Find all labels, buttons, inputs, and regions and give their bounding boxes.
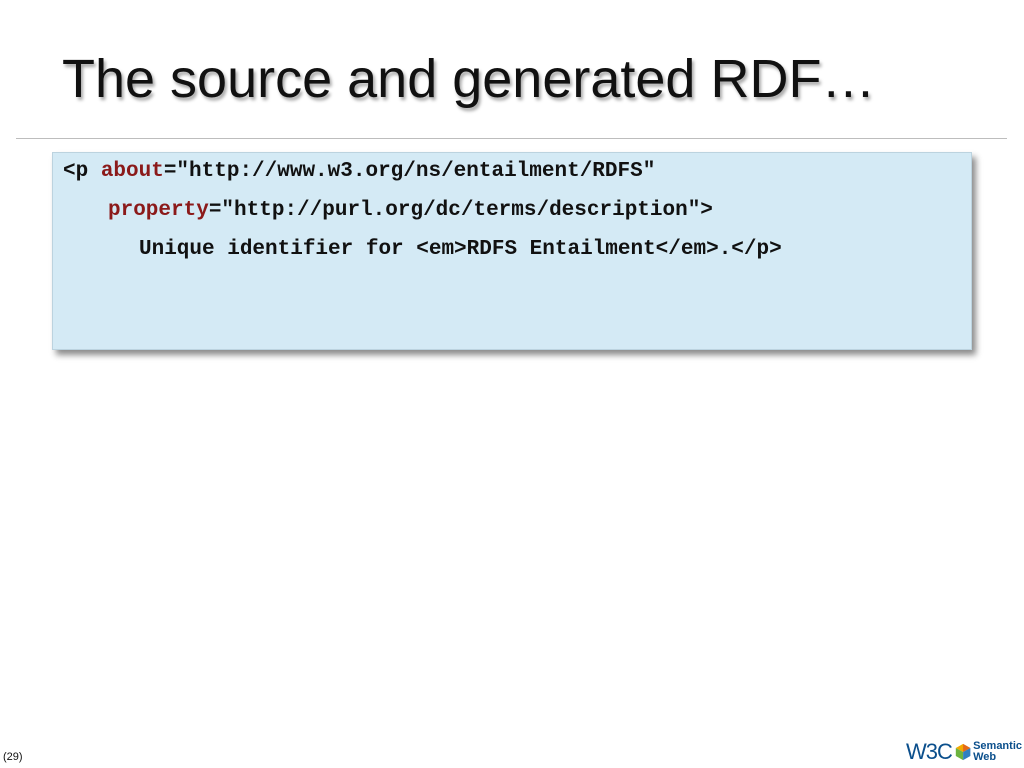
semantic-web-line-1: Semantic xyxy=(973,740,1022,752)
title-divider xyxy=(16,138,1007,139)
slide-title: The source and generated RDF… xyxy=(62,49,876,109)
w3c-logo: W3C xyxy=(906,739,953,764)
code-line-1-value: ="http://www.w3.org/ns/entailment/RDFS" xyxy=(163,160,656,183)
attribute-about: about xyxy=(100,160,164,183)
code-block: <p about="http://www.w3.org/ns/entailmen… xyxy=(52,152,972,350)
code-line-2: property="http://purl.org/dc/terms/descr… xyxy=(108,198,713,224)
page-number: (29) xyxy=(3,751,23,763)
code-line-1-prefix: <p xyxy=(63,160,101,183)
code-line-3: Unique identifier for <em>RDFS Entailmen… xyxy=(139,238,782,261)
semantic-web-cube-icon xyxy=(955,743,971,761)
semantic-web-wordmark: Semantic Web xyxy=(973,741,1022,763)
code-line-2-value: ="http://purl.org/dc/terms/description"> xyxy=(208,199,713,222)
semantic-web-line-2: Web xyxy=(973,751,997,763)
code-line-1: <p about="http://www.w3.org/ns/entailmen… xyxy=(63,159,655,185)
attribute-property: property xyxy=(108,199,209,222)
w3c-semantic-web-logo: W3C Semantic Web xyxy=(906,738,1022,766)
